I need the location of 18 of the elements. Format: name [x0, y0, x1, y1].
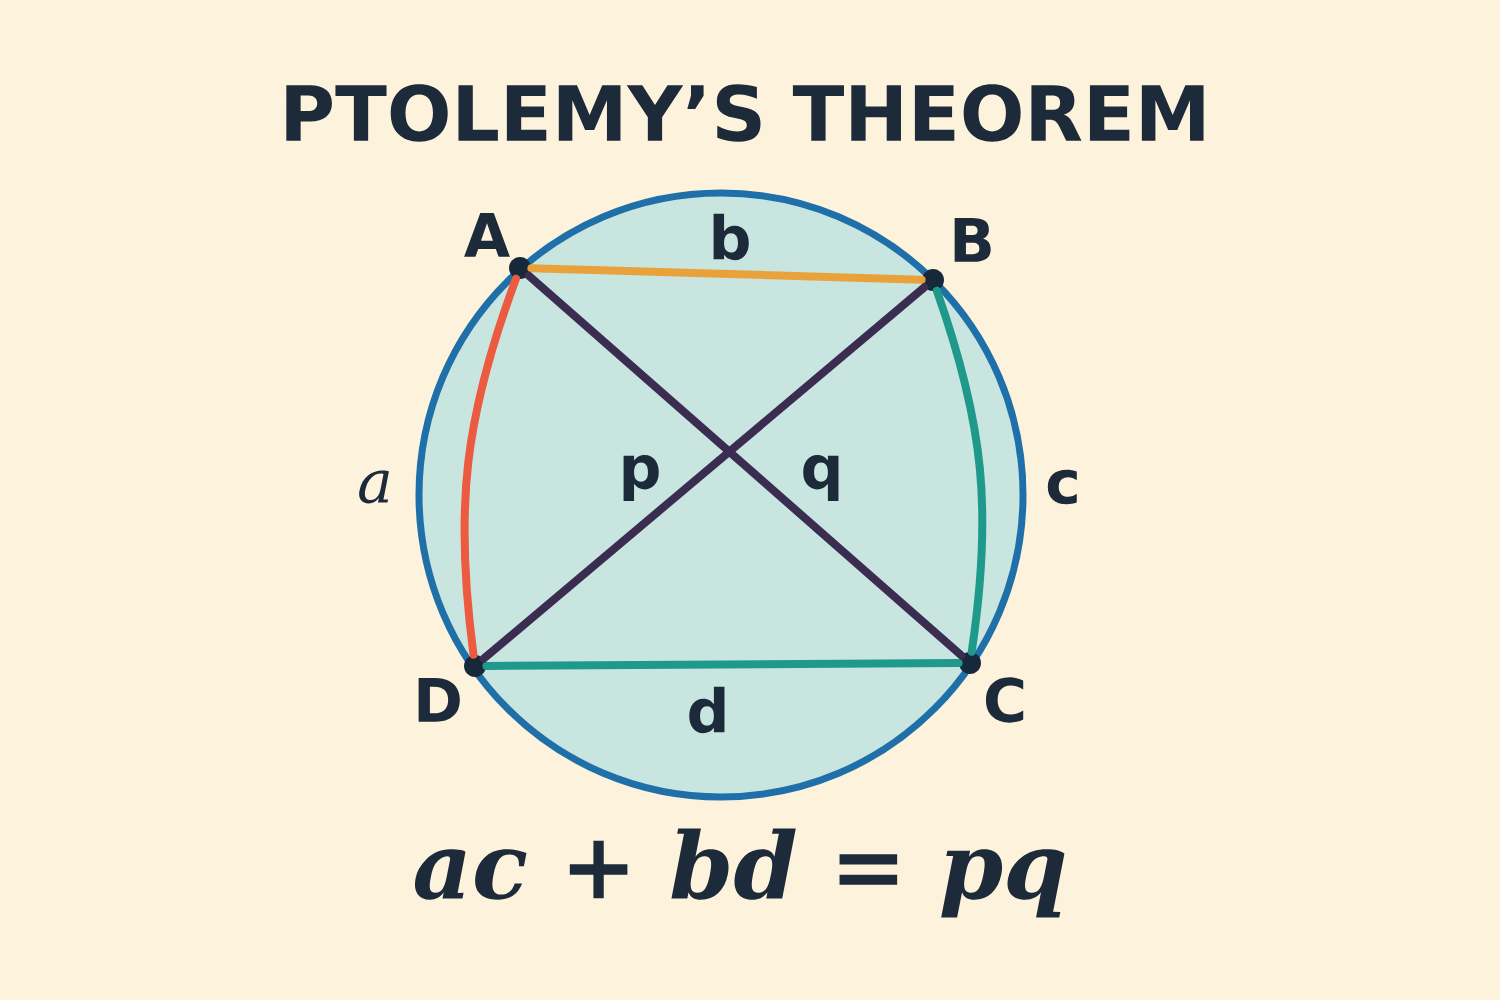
edge-label: a: [359, 470, 389, 504]
edge-label: c: [1047, 469, 1077, 505]
edge-label: q: [803, 454, 839, 501]
vertex-label: A: [464, 213, 510, 257]
line-segment: [524, 271, 966, 660]
edge-label: d: [689, 686, 725, 734]
line-segment: [482, 659, 963, 670]
line-segment: [527, 264, 926, 284]
title: PTOLEMY’S THEOREM: [286, 84, 1204, 142]
edge-label: p: [623, 454, 659, 502]
line-segment: [479, 283, 929, 663]
line-segment: [932, 286, 987, 656]
formula: ac + bd = pq: [414, 828, 1065, 918]
vertex-label: D: [418, 678, 460, 722]
vertex-label: C: [985, 677, 1024, 723]
edge-label: b: [713, 213, 749, 261]
line-segment: [460, 274, 520, 659]
vertex-label: B: [954, 218, 991, 262]
